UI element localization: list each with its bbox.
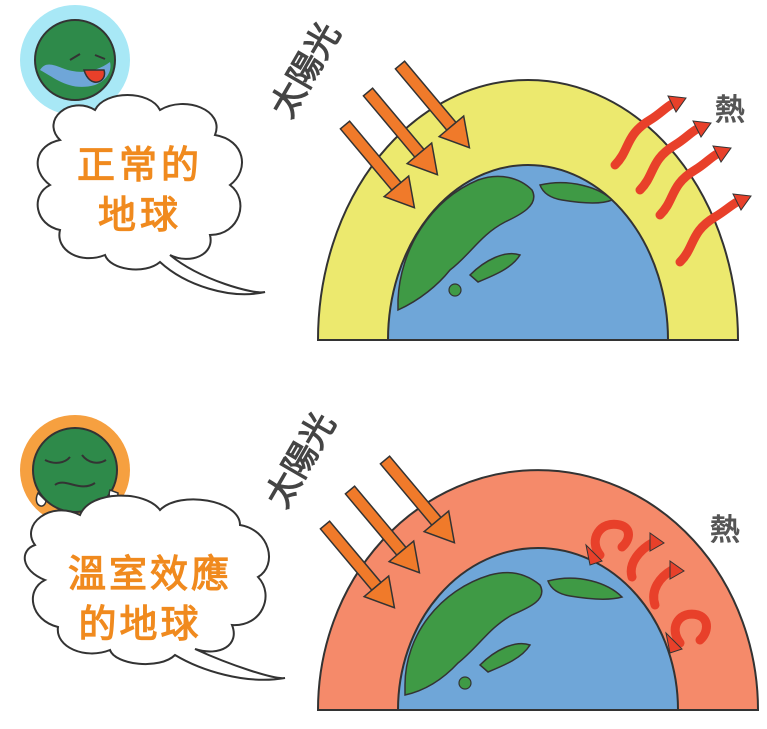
normal-caption-line2: 地球 (98, 193, 182, 237)
normal-earth-island (468, 253, 522, 283)
normal-heat-arrow-2 (635, 124, 702, 195)
greenhouse-heat-arrow-2 (626, 538, 657, 582)
greenhouse-speech-bubble (23, 494, 286, 681)
greenhouse-heat-arrows (590, 519, 711, 648)
normal-earth-small-island (448, 283, 462, 297)
greenhouse-caption-line2: 的地球 (78, 602, 201, 646)
greenhouse-sun-arrow-1 (319, 520, 396, 609)
normal-heat-arrow-1 (610, 99, 677, 170)
greenhouse-heat-label: 熱 (710, 513, 740, 548)
normal-earth-land (397, 175, 535, 312)
greenhouse-earth-island (478, 643, 532, 673)
normal-globe-smile-icon (82, 69, 106, 83)
greenhouse-sun-arrow-3 (379, 455, 456, 544)
greenhouse-earth-panel: 溫室效應 的地球 太陽光 熱 (0, 365, 767, 729)
greenhouse-earth-diagram: 溫室效應 的地球 太陽光 熱 (20, 406, 760, 711)
normal-earth-panel: 正常的 地球 太陽光 熱 (20, 5, 752, 341)
greenhouse-earth-small-island (458, 676, 472, 690)
normal-speech-bubble (36, 94, 266, 296)
normal-caption-line1: 正常的 (77, 143, 203, 187)
greenhouse-caption-line1: 溫室效應 (68, 552, 232, 596)
normal-sunlight-arrows (339, 60, 471, 209)
normal-heat-arrows (610, 99, 742, 267)
normal-heat-label: 熱 (715, 93, 745, 128)
normal-sun-arrow-3 (394, 60, 471, 149)
normal-earth-diagram: 正常的 地球 太陽光 熱 (20, 5, 752, 341)
normal-heat-arrow-3 (655, 149, 722, 220)
greenhouse-sweat-drop-icon (35, 491, 47, 507)
greenhouse-sunlight-arrows (319, 455, 456, 609)
normal-sun-arrow-2 (362, 87, 439, 176)
greenhouse-earth-land-east (547, 577, 624, 600)
greenhouse-heat-arrow-4 (670, 609, 711, 648)
normal-sun-arrow-1 (339, 120, 416, 209)
greenhouse-earth-land (404, 571, 543, 696)
greenhouse-sunlight-label: 太陽光 (258, 406, 344, 514)
greenhouse-heat-arrow-3 (649, 565, 677, 610)
greenhouse-heat-arrow-1 (590, 519, 633, 560)
greenhouse-sun-arrow-2 (344, 485, 421, 574)
normal-globe-avatar (34, 19, 116, 101)
normal-earth-land-east (538, 181, 614, 204)
normal-sunlight-label: 太陽光 (263, 16, 349, 124)
normal-heat-arrow-4 (675, 197, 742, 267)
